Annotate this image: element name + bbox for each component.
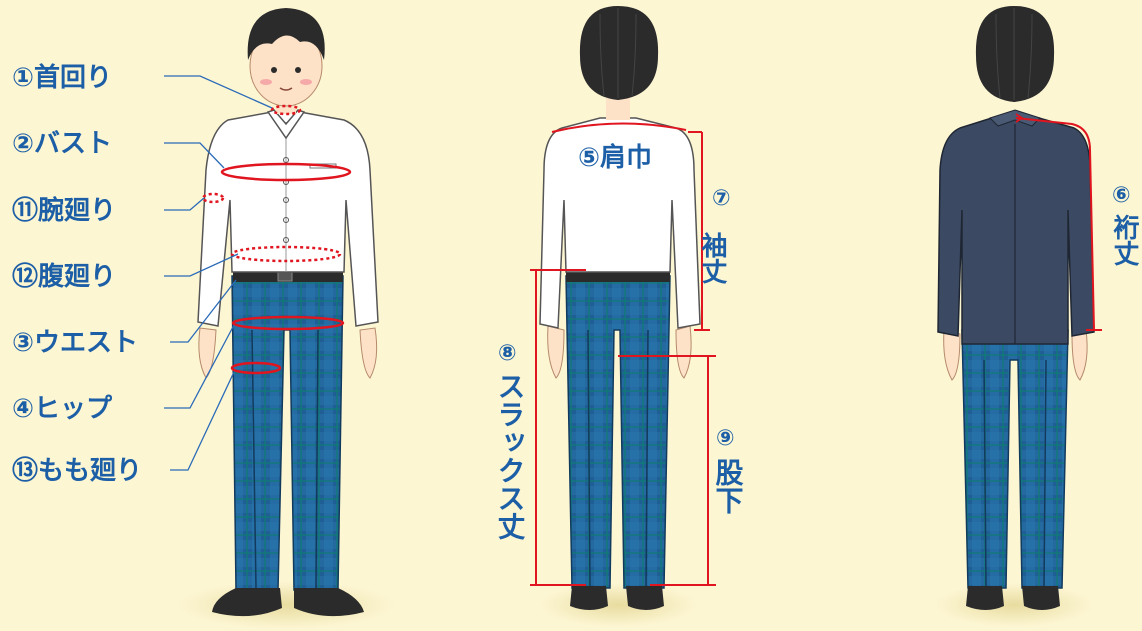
label-yuki-text: 裄丈 (1109, 214, 1140, 266)
bust-mark (220, 162, 352, 182)
arm-mark (201, 192, 225, 204)
leader-lines (164, 75, 273, 471)
yuki-mark (1015, 117, 1095, 331)
front-measure-marks (201, 104, 352, 375)
front-labels: ①首回り ②バスト ⑪腕廻り ⑫腹廻り ③ウエスト ④ヒップ ⑬もも廻り (12, 62, 142, 486)
belly-mark (230, 245, 342, 263)
label-hip: ④ヒップ (12, 394, 113, 424)
jacket-measure-marks (1015, 113, 1102, 331)
back-measure-marks (530, 122, 716, 586)
label-belly: ⑫腹廻り (12, 261, 116, 292)
shoulder-mark (551, 122, 687, 133)
back-labels: ⑤肩巾 ⑦ 袖丈 ⑧ スラックス丈 ⑨ 股下 (494, 142, 745, 540)
waist-mark (231, 315, 345, 331)
label-inseam-text: 股下 (712, 458, 745, 514)
back-figure (538, 6, 701, 627)
label-arm: ⑪腕廻り (12, 195, 116, 226)
label-shoulder: ⑤肩巾 (578, 142, 652, 173)
thigh-mark (230, 361, 282, 375)
jacket-figure (934, 6, 1095, 627)
label-yuki-num: ⑥ (1112, 183, 1131, 208)
label-thigh: ⑬もも廻り (12, 455, 142, 486)
label-waist: ③ウエスト (12, 328, 138, 358)
label-sleeve-num: ⑦ (712, 186, 731, 211)
label-slacks-num: ⑧ (498, 341, 517, 366)
label-sleeve-text: 袖丈 (697, 231, 727, 284)
neck-mark (270, 104, 302, 116)
front-figure (176, 8, 396, 629)
label-slacks-text: スラックス丈 (494, 372, 527, 540)
jacket-labels: ⑥ 裄丈 (1109, 183, 1140, 266)
label-inseam-num: ⑨ (716, 426, 735, 451)
label-neck: ①首回り (12, 62, 112, 93)
label-bust: ②バスト (12, 129, 112, 159)
